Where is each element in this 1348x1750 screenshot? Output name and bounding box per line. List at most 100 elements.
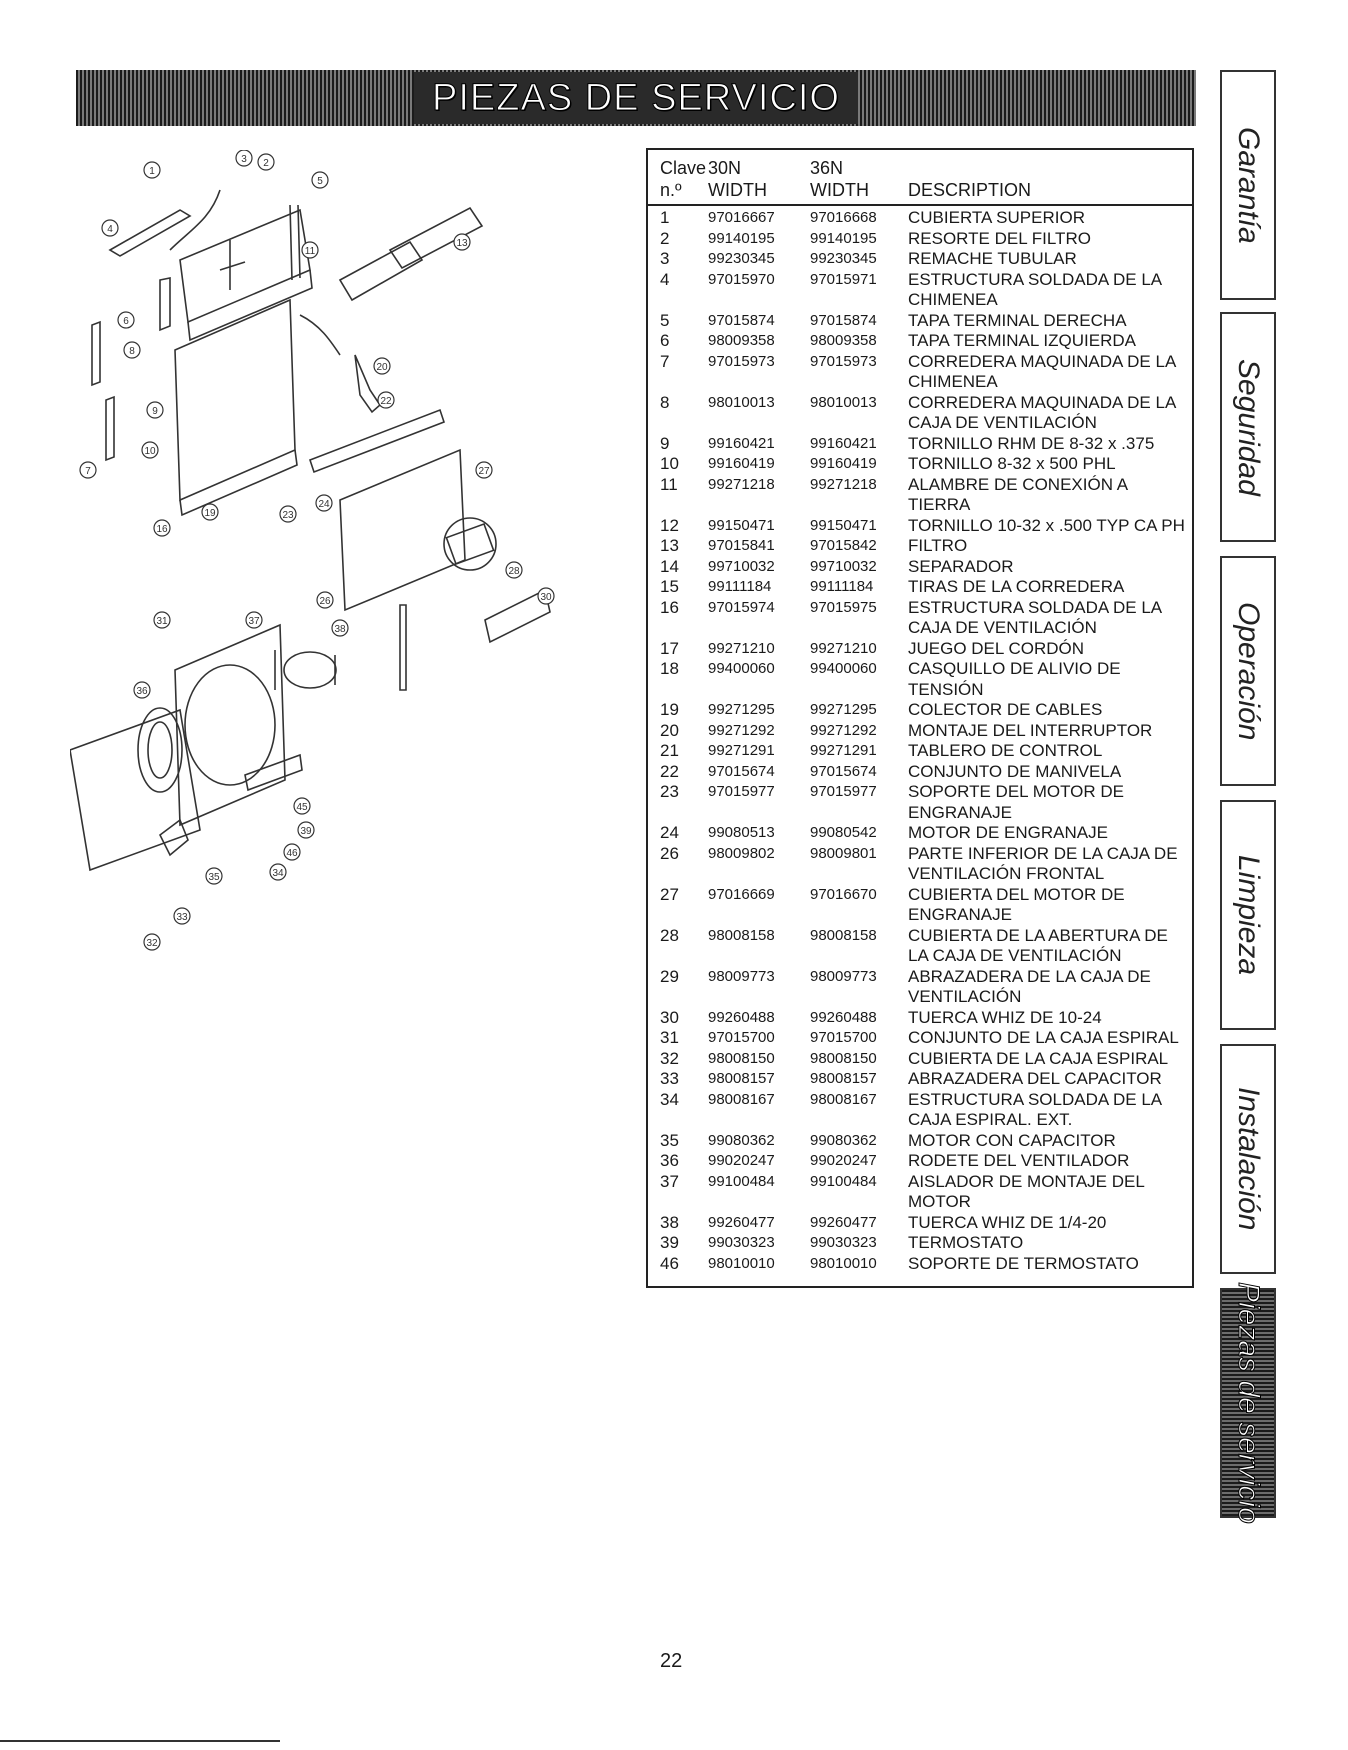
page-number: 22 [660,1650,683,1672]
part-back-panel [70,708,201,872]
callout-34: 34 [269,863,287,881]
part-number-30n: 99271210 [708,639,775,657]
callout-19: 19 [201,503,219,521]
part-number-30n: 97015874 [708,311,775,329]
row-description: SOPORTE DE TERMOSTATO [908,1253,1139,1273]
callout-31: 31 [153,611,171,629]
row-description: CUBIERTA DE LA CAJA ESPIRAL [908,1048,1169,1068]
row-number: 10 [660,454,679,473]
svg-text:1: 1 [149,166,155,177]
row-description: PARTE INFERIOR DE LA CAJA DE VENTILACIÓN… [908,843,1178,884]
row-description: TABLERO DE CONTROL [908,741,1103,760]
callout-33: 33 [173,907,191,925]
svg-text:6: 6 [123,316,129,327]
tab-label: Piezas de servicio [1232,1282,1266,1525]
part-number-30n: 98009773 [708,967,775,985]
row-description: TUERCA WHIZ DE 10-24 [908,1007,1102,1027]
row-description: AISLADOR DE MONTAJE DEL MOTOR [908,1171,1145,1212]
row-description: JUEGO DEL CORDÓN [908,638,1085,658]
row-description: TORNILLO 8-32 x 500 PHL [908,454,1116,473]
part-number-30n: 98008157 [708,1070,775,1087]
part-number-36n: 99140195 [810,229,877,247]
callout-9: 9 [146,401,164,419]
row-number: 24 [660,823,679,842]
part-number-36n: 98009801 [810,844,877,862]
part-number-36n: 97015975 [810,598,877,616]
svg-text:39: 39 [300,826,312,837]
part-number-30n: 99080362 [708,1131,775,1149]
svg-text:27: 27 [478,466,490,477]
tab-3[interactable]: Operación [1220,556,1276,786]
row-description: TUERCA WHIZ DE 1/4-20 [908,1212,1107,1232]
tab-5[interactable]: Instalación [1220,1044,1276,1274]
tab-2[interactable]: Seguridad [1220,312,1276,542]
svg-text:45: 45 [296,802,308,813]
tab-label: Instalación [1232,1087,1265,1231]
tab-4[interactable]: Limpieza [1220,800,1276,1030]
part-number-36n: 98009773 [810,967,877,985]
row-number: 6 [660,331,670,350]
row-description: CONJUNTO DE LA CAJA ESPIRAL [908,1028,1179,1047]
parts-table-header: Clave n.º 30N WIDTH 36N WIDTH DESCRIPTIO… [648,150,1192,206]
part-number-30n: 97015970 [708,270,775,288]
callout-8: 8 [123,341,141,359]
header-30n: 30N [708,158,742,178]
callout-37: 37 [245,611,263,629]
part-number-36n: 99271292 [810,721,877,739]
svg-text:13: 13 [456,238,468,249]
row-number: 17 [660,638,679,658]
svg-text:33: 33 [176,912,188,923]
row-number: 11 [660,474,678,494]
part-number-30n: 97015700 [708,1029,775,1046]
row-description: ALAMBRE DE CONEXIÓN A TIERRA [908,474,1128,515]
callout-24: 24 [315,494,333,512]
row-description: FILTRO [908,536,968,555]
row-number: 46 [660,1253,679,1273]
part-motor [283,651,337,689]
part-top-cover [108,209,192,257]
part-number-30n: 97015841 [708,537,775,554]
svg-text:16: 16 [156,524,168,535]
part-number-30n: 99111184 [708,578,772,595]
part-number-36n: 97015700 [810,1029,877,1046]
part-number-30n: 99150471 [708,516,775,534]
svg-text:22: 22 [380,396,392,407]
part-number-36n: 99271295 [810,701,877,718]
tab-1[interactable]: Garantía [1220,70,1276,300]
row-number: 16 [660,597,679,617]
svg-text:28: 28 [508,566,520,577]
part-number-36n: 99400060 [810,660,877,677]
callout-11: 11 [301,241,319,259]
part-number-30n: 97016669 [708,885,775,903]
svg-text:37: 37 [248,616,260,627]
part-number-30n: 99160421 [708,434,775,452]
row-description: CUBIERTA SUPERIOR [908,208,1085,227]
row-description: CUBIERTA DEL MOTOR DE ENGRANAJE [908,884,1125,925]
row-description: CASQUILLO DE ALIVIO DE TENSIÓN [908,659,1121,699]
svg-text:5: 5 [317,176,323,187]
row-description: REMACHE TUBULAR [908,249,1077,268]
tab-6[interactable]: Piezas de servicio [1220,1282,1276,1524]
part-number-36n: 97016668 [810,209,877,226]
part-number-30n: 99160419 [708,455,775,472]
callout-28: 28 [505,561,523,579]
part-number-30n: 99020247 [708,1152,775,1169]
part-number-36n: 99260477 [810,1213,877,1231]
part-number-36n: 97015842 [810,537,877,554]
part-number-36n: 97015977 [810,783,877,800]
part-number-36n: 99710032 [810,557,877,575]
row-description: MONTAJE DEL INTERRUPTOR [908,720,1153,740]
row-description: ESTRUCTURA SOLDADA DE LA CAJA DE VENTILA… [908,597,1162,638]
